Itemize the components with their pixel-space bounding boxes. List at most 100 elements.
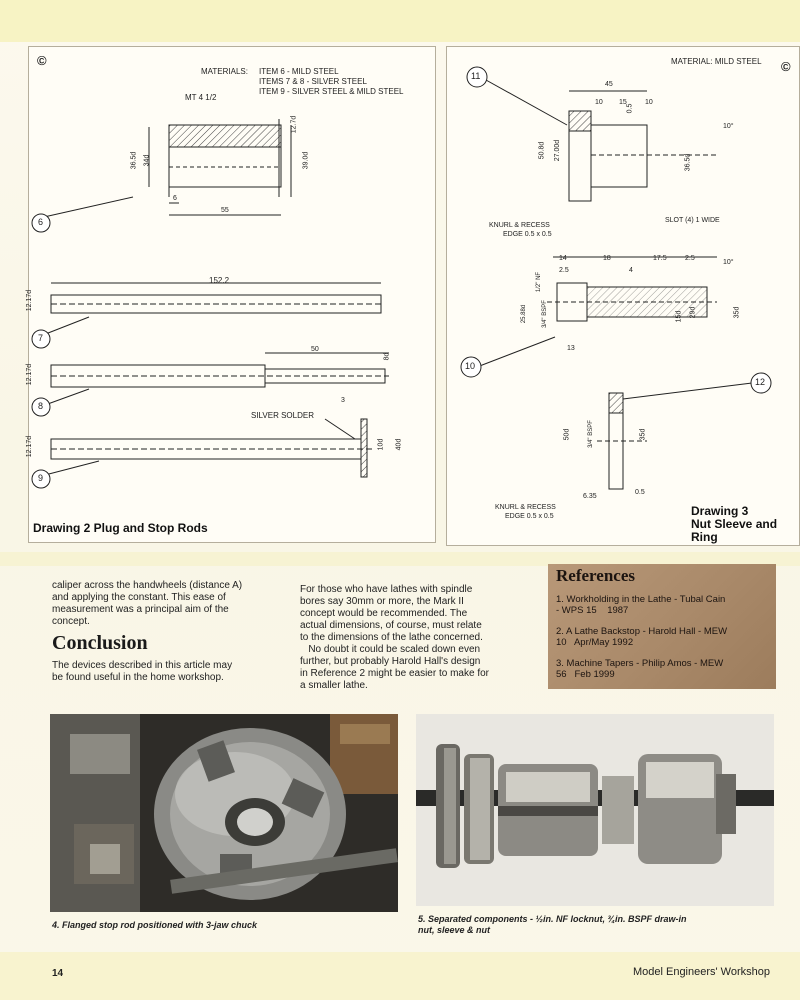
dim-d-50-8: 50.8d [538, 141, 546, 160]
dim-angle-10a: 10° [723, 123, 734, 130]
dim-d-29: 29d [689, 306, 697, 319]
item-label-7: 7 [38, 333, 44, 343]
dim-len-0-5: 0.5 [635, 489, 645, 496]
drawing-3-panel: MATERIAL: MILD STEEL © 11 10 12 45 10 15… [446, 46, 800, 546]
dim-nf: 1/2" NF [536, 271, 543, 293]
item-label-12: 12 [755, 377, 766, 387]
drawing-3-svg [460, 66, 772, 490]
yellow-band-top [0, 0, 800, 42]
dim-len-10a: 10 [595, 99, 603, 106]
drawing-3-caption: Drawing 3 Nut Sleeve and Ring [691, 505, 777, 544]
dim-d-35-ring: 35d [639, 428, 647, 441]
item-label-11: 11 [471, 71, 481, 81]
references-box: References 1. Workholding in the Lathe -… [548, 564, 776, 689]
item-label-9: 9 [38, 473, 44, 483]
rod-part-7 [42, 282, 382, 336]
col2-line-1: For those who have lathes with spindle [300, 584, 473, 595]
materials-label: MATERIALS: [201, 67, 248, 76]
material-item-7-8: ITEMS 7 & 8 - SILVER STEEL [259, 77, 367, 86]
dim-len-152: 152.2 [209, 276, 230, 285]
dim-rod8-dia: 12.17d [26, 363, 34, 386]
dim-36-5: 36.5d [130, 151, 138, 170]
reference-1-line-2: - WPS 15 1987 [556, 605, 629, 616]
reference-item-1: 1. Workholding in the Lathe - Tubal Cain… [556, 594, 768, 616]
dim-len-2-5a: 2.5 [685, 255, 695, 262]
drawing-2-caption: Drawing 2 Plug and Stop Rods [33, 521, 208, 535]
dim-d-0-5: 0.5 [626, 103, 634, 114]
drawing-3-caption-line-3: Ring [691, 530, 718, 544]
copyright-mark-3: © [781, 59, 791, 74]
copyright-mark: © [37, 53, 47, 68]
dim-39: 39.0d [302, 151, 310, 170]
slot-note: SLOT (4) 1 WIDE [665, 217, 720, 224]
reference-3-line-1: 3. Machine Tapers - Philip Amos - MEW [556, 658, 724, 669]
knurl-note-1-line-2: EDGE 0.5 x 0.5 [503, 231, 552, 238]
col1-line-1: caliper across the handwheels (distance … [52, 580, 243, 591]
dim-bspf: 3/4" BSPF [541, 300, 548, 328]
item-label-8: 8 [38, 401, 44, 411]
dim-12-7: 12.7d [290, 115, 298, 134]
conclusion-heading: Conclusion [52, 632, 148, 654]
col2-line-2: bores say 30mm or more, the Mark II [300, 596, 464, 607]
dim-len-55: 55 [221, 207, 229, 214]
reference-item-2: 2. A Lathe Backstop - Harold Hall - MEW … [556, 626, 768, 648]
knurl-note-2-line-2: EDGE 0.5 x 0.5 [505, 513, 554, 520]
conclusion-line-2: be found useful in the home workshop. [52, 672, 224, 683]
photo-5-caption: 5. Separated components - ½in. NF locknu… [418, 914, 687, 936]
ring-part-12 [597, 382, 753, 490]
nut-part-11 [476, 74, 717, 202]
text-column-1: caliper across the handwheels (distance … [52, 580, 272, 628]
plug-part-6 [43, 119, 292, 218]
dim-len-2-5b: 2.5 [559, 267, 569, 274]
dim-d-8: 8d [383, 352, 391, 361]
item-balloon-6 [31, 213, 51, 233]
dim-len-50: 50 [311, 346, 319, 353]
item-label-10: 10 [465, 361, 476, 371]
item-label-6: 6 [38, 217, 44, 227]
item-balloon-12 [750, 372, 772, 394]
yellow-band-mid [0, 552, 800, 566]
photo-5-components [416, 714, 774, 906]
magazine-name: Model Engineers' Workshop [632, 966, 770, 978]
material-item-6: ITEM 6 - MILD STEEL [259, 67, 339, 76]
drawing-3-caption-line-1: Drawing 3 [691, 504, 749, 518]
dim-len-14: 14 [559, 255, 567, 262]
material-item-9: ITEM 9 - SILVER STEEL & MILD STEEL [259, 87, 404, 96]
dim-rod7-dia: 12.17d [26, 289, 34, 312]
col2-line-5: to the dimensions of the lathe concerned… [300, 632, 483, 643]
conclusion-line-1: The devices described in this article ma… [52, 660, 233, 671]
photo-4-chuck [50, 714, 398, 912]
dim-d-25-88: 25.88d [521, 304, 528, 324]
photo-5-caption-line-2: nut, sleeve & nut [418, 925, 491, 935]
dim-bspf-ring: 3/4" BSPF [587, 420, 594, 448]
taper-label: MT 4 1/2 [185, 93, 217, 102]
dim-len-3: 3 [341, 397, 345, 404]
item-balloon-10 [460, 356, 482, 378]
photo-4-illustration [50, 714, 398, 912]
drawing-2-panel: © MATERIALS: ITEM 6 - MILD STEEL ITEMS 7… [26, 46, 436, 543]
dim-len-4: 4 [629, 267, 633, 274]
knurl-note-1: KNURL & RECESS EDGE 0.5 x 0.5 [489, 221, 552, 239]
reference-item-3: 3. Machine Tapers - Philip Amos - MEW 56… [556, 658, 768, 680]
reference-2-line-1: 2. A Lathe Backstop - Harold Hall - MEW [556, 626, 728, 637]
dim-len-6-35: 6.35 [583, 493, 597, 500]
dim-len-10b: 10 [645, 99, 653, 106]
dim-d-27: 27.00d [554, 139, 562, 162]
col2-line-4: actual dimensions, of course, must relat… [300, 620, 482, 631]
page-number: 14 [52, 968, 64, 979]
knurl-note-2: KNURL & RECESS EDGE 0.5 x 0.5 [495, 503, 556, 521]
item-balloon-8 [31, 397, 51, 417]
material-label: MATERIAL: MILD STEEL [671, 57, 762, 66]
photo-4-caption: 4. Flanged stop rod positioned with 3-ja… [52, 920, 258, 930]
dim-d-50-ring: 50d [563, 428, 571, 441]
dim-angle-10b: 10° [723, 259, 734, 266]
reference-3-line-2: 56 Feb 1999 [556, 669, 615, 680]
dim-len-6: 6 [173, 195, 177, 202]
knurl-note-2-line-1: KNURL & RECESS [495, 504, 556, 511]
dim-len-13: 13 [567, 345, 575, 352]
dim-d-15: 15d [675, 310, 683, 323]
references-title: References [556, 566, 635, 585]
conclusion-text: The devices described in this article ma… [52, 660, 272, 684]
dim-d-40: 40d [395, 438, 403, 451]
text-column-2: For those who have lathes with spindle b… [300, 584, 530, 692]
